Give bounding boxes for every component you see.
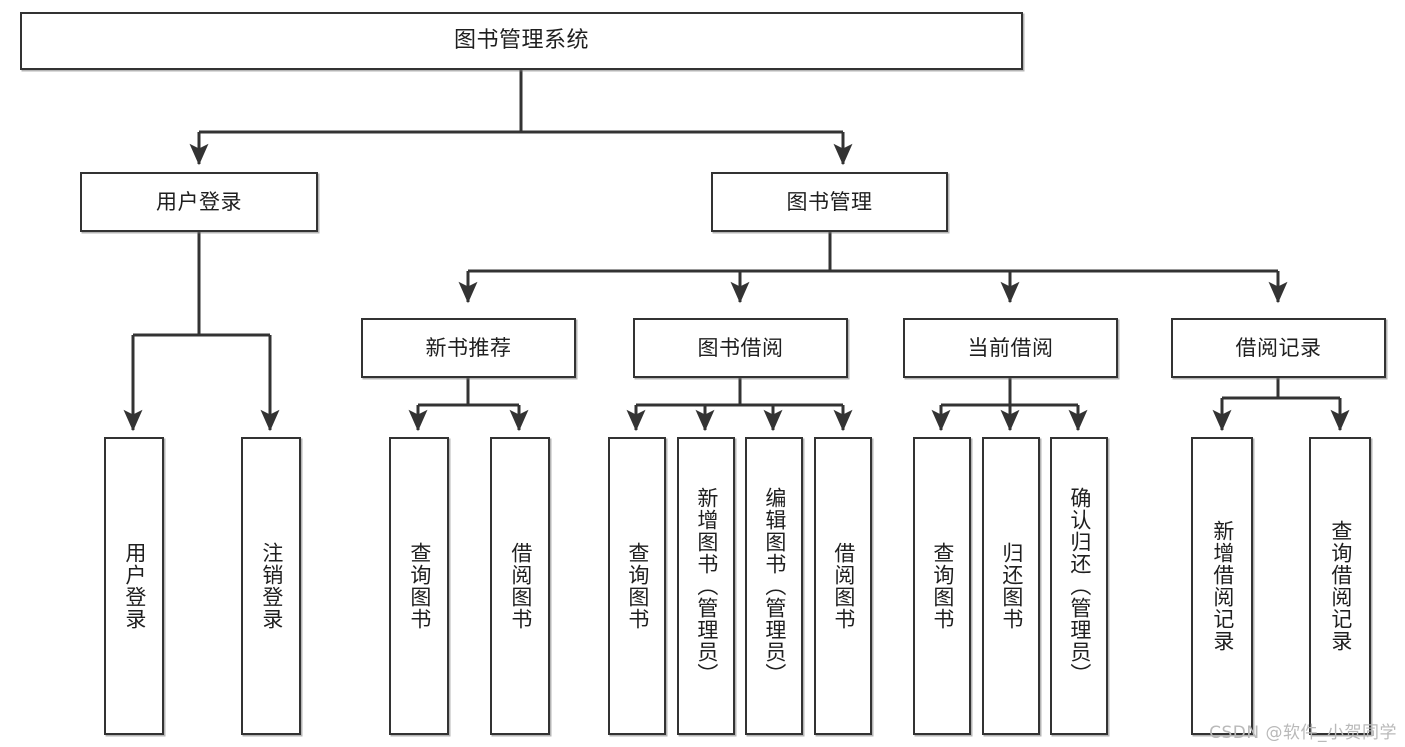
node-root-label: 图书管理系统	[453, 28, 589, 54]
node-leaf-query-record[interactable]: 查询借阅记录	[1309, 437, 1371, 735]
node-leaf-query-book-1-label: 查询图书	[407, 542, 432, 630]
node-leaf-borrow-book-1-label: 借阅图书	[508, 542, 533, 630]
node-leaf-borrow-book-2-label: 借阅图书	[831, 542, 856, 630]
node-leaf-logout[interactable]: 注销登录	[241, 437, 301, 735]
node-leaf-confirm-return[interactable]: 确认归还（管理员）	[1050, 437, 1108, 735]
node-leaf-return-book-label: 归还图书	[999, 542, 1024, 630]
node-book-borrow[interactable]: 图书借阅	[633, 318, 848, 378]
node-leaf-user-login-label: 用户登录	[122, 542, 147, 630]
node-leaf-query-book-2[interactable]: 查询图书	[608, 437, 666, 735]
node-leaf-add-book[interactable]: 新增图书（管理员）	[677, 437, 735, 735]
node-leaf-edit-book-label: 编辑图书（管理员）	[762, 487, 787, 685]
node-leaf-query-record-label: 查询借阅记录	[1328, 520, 1353, 652]
node-current-borrow[interactable]: 当前借阅	[903, 318, 1118, 378]
node-book-manage[interactable]: 图书管理	[711, 172, 948, 232]
node-leaf-query-book-3-label: 查询图书	[930, 542, 955, 630]
node-leaf-edit-book[interactable]: 编辑图书（管理员）	[745, 437, 803, 735]
node-leaf-borrow-book-2[interactable]: 借阅图书	[814, 437, 872, 735]
node-borrow-record[interactable]: 借阅记录	[1171, 318, 1386, 378]
node-new-book-rec-label: 新书推荐	[425, 335, 512, 360]
node-user-login-label: 用户登录	[156, 189, 242, 214]
node-leaf-confirm-return-label: 确认归还（管理员）	[1067, 487, 1092, 685]
node-leaf-query-book-2-label: 查询图书	[625, 542, 650, 630]
node-book-borrow-label: 图书借阅	[697, 335, 784, 360]
node-leaf-query-book-1[interactable]: 查询图书	[389, 437, 449, 735]
node-user-login[interactable]: 用户登录	[80, 172, 318, 232]
node-leaf-add-book-label: 新增图书（管理员）	[694, 487, 719, 685]
node-current-borrow-label: 当前借阅	[967, 335, 1054, 360]
node-book-manage-label: 图书管理	[786, 189, 873, 214]
node-new-book-rec[interactable]: 新书推荐	[361, 318, 576, 378]
node-root[interactable]: 图书管理系统	[20, 12, 1023, 70]
node-leaf-borrow-book-1[interactable]: 借阅图书	[490, 437, 550, 735]
node-leaf-add-record-label: 新增借阅记录	[1210, 520, 1235, 652]
node-borrow-record-label: 借阅记录	[1235, 335, 1322, 360]
node-leaf-logout-label: 注销登录	[259, 542, 284, 630]
node-leaf-query-book-3[interactable]: 查询图书	[913, 437, 971, 735]
node-leaf-user-login[interactable]: 用户登录	[104, 437, 164, 735]
node-leaf-return-book[interactable]: 归还图书	[982, 437, 1040, 735]
watermark: CSDN @软件_小贺同学	[1209, 723, 1397, 743]
node-leaf-add-record[interactable]: 新增借阅记录	[1191, 437, 1253, 735]
